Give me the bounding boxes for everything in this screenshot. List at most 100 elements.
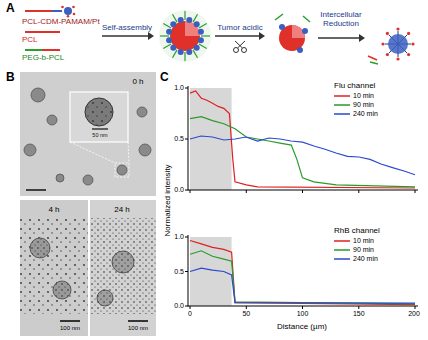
plot-top xyxy=(185,86,418,193)
tem-image xyxy=(20,218,88,314)
molecule-peg-pcl xyxy=(42,49,60,51)
dendrimer xyxy=(381,42,384,45)
molecule-pcl-cdm-pamam xyxy=(52,10,62,12)
plot-top xyxy=(190,88,232,190)
tem-image xyxy=(97,290,113,306)
plot-top xyxy=(190,117,415,187)
molecule-pcl xyxy=(25,32,60,33)
tem-image xyxy=(30,238,50,258)
dendrimer xyxy=(396,27,399,30)
step-arrow xyxy=(359,34,365,42)
panel-letter: C xyxy=(160,71,169,84)
micelle xyxy=(194,21,200,27)
plot-top xyxy=(246,190,247,193)
tem-image xyxy=(97,290,113,306)
molecule-pcl-cdm-pamam xyxy=(61,6,64,9)
tick-label: 0.5 xyxy=(174,135,184,143)
legend-sample xyxy=(334,113,350,115)
plot-bottom xyxy=(185,235,418,309)
tem-image xyxy=(30,238,50,258)
plot-bottom xyxy=(246,306,247,309)
plot-bottom xyxy=(190,306,191,309)
tem-image xyxy=(24,144,36,156)
tem-image xyxy=(90,218,156,314)
step-arrow xyxy=(318,37,359,39)
tem-image xyxy=(112,251,134,273)
particle xyxy=(302,28,308,34)
micelle xyxy=(193,50,198,58)
micelle xyxy=(170,21,200,51)
micelle xyxy=(185,21,200,36)
tem-image xyxy=(137,107,147,117)
dendrimer xyxy=(386,53,389,56)
plot-top xyxy=(190,190,191,193)
micelle xyxy=(160,11,210,61)
legend-text: 90 min xyxy=(353,246,374,254)
micelle xyxy=(201,35,210,36)
micelle xyxy=(173,14,178,22)
tem-image xyxy=(20,72,156,196)
scissors xyxy=(234,41,247,53)
plot-top xyxy=(358,190,359,193)
tem-image xyxy=(20,200,88,336)
plot-top xyxy=(185,139,188,140)
legend-text: 90 min xyxy=(353,101,374,109)
plot-top xyxy=(185,190,188,191)
molecule-peg-pcl xyxy=(25,50,60,51)
micelle xyxy=(184,52,185,61)
time-label: 24 h xyxy=(113,206,131,215)
step-arrow xyxy=(215,35,259,37)
tick-label: 150 xyxy=(353,310,365,318)
tem-image xyxy=(20,200,88,336)
tem-image xyxy=(53,281,71,299)
scale-label: 50 nm xyxy=(91,132,108,138)
dendrimer xyxy=(368,27,415,64)
micelle xyxy=(199,24,207,29)
plot-bottom xyxy=(188,235,189,307)
tem-image xyxy=(117,165,127,175)
plot-top xyxy=(302,190,303,193)
micelle xyxy=(184,11,185,20)
micelle xyxy=(170,21,176,27)
time-label: 0 h xyxy=(131,78,144,87)
tem-image xyxy=(90,200,156,336)
particle xyxy=(275,14,310,53)
tem-image xyxy=(115,163,129,177)
plot-top xyxy=(190,136,415,175)
plot-top xyxy=(185,86,418,193)
tick-label: 0.0 xyxy=(174,302,184,310)
dendrimer xyxy=(407,32,410,35)
legend-sample xyxy=(334,249,350,251)
time-label: 4 h xyxy=(47,206,60,215)
molecule-pcl-cdm-pamam xyxy=(25,10,52,12)
plot-bottom xyxy=(190,268,415,303)
tem-image xyxy=(128,320,148,322)
tick-label: 100 xyxy=(297,310,309,318)
molecule-peg-pcl xyxy=(25,49,42,51)
tick-label: 1.0 xyxy=(174,233,184,241)
tem-image xyxy=(70,142,115,163)
tem-image xyxy=(70,92,128,142)
dendrimer xyxy=(381,27,414,60)
plot-bottom xyxy=(302,306,303,309)
tick-label: 1.0 xyxy=(174,84,184,92)
particle xyxy=(297,47,303,53)
scale-label: 100 nm xyxy=(127,325,149,332)
tick-label: 50 xyxy=(242,310,250,318)
dendrimer xyxy=(388,34,408,54)
micelle xyxy=(178,49,184,55)
micelle xyxy=(178,17,184,23)
dendrimer xyxy=(396,57,399,60)
plot-bottom xyxy=(415,306,416,309)
micelle xyxy=(173,50,178,58)
tem-image xyxy=(85,98,113,126)
molecule-pcl-cdm-pamam xyxy=(73,13,76,16)
micelle xyxy=(170,45,176,51)
micelle xyxy=(159,10,211,62)
tem-image xyxy=(31,88,45,102)
dendrimer xyxy=(385,31,411,57)
particle xyxy=(303,16,310,22)
axis-title: Normalized intensity xyxy=(164,164,173,236)
micelle xyxy=(163,44,171,49)
